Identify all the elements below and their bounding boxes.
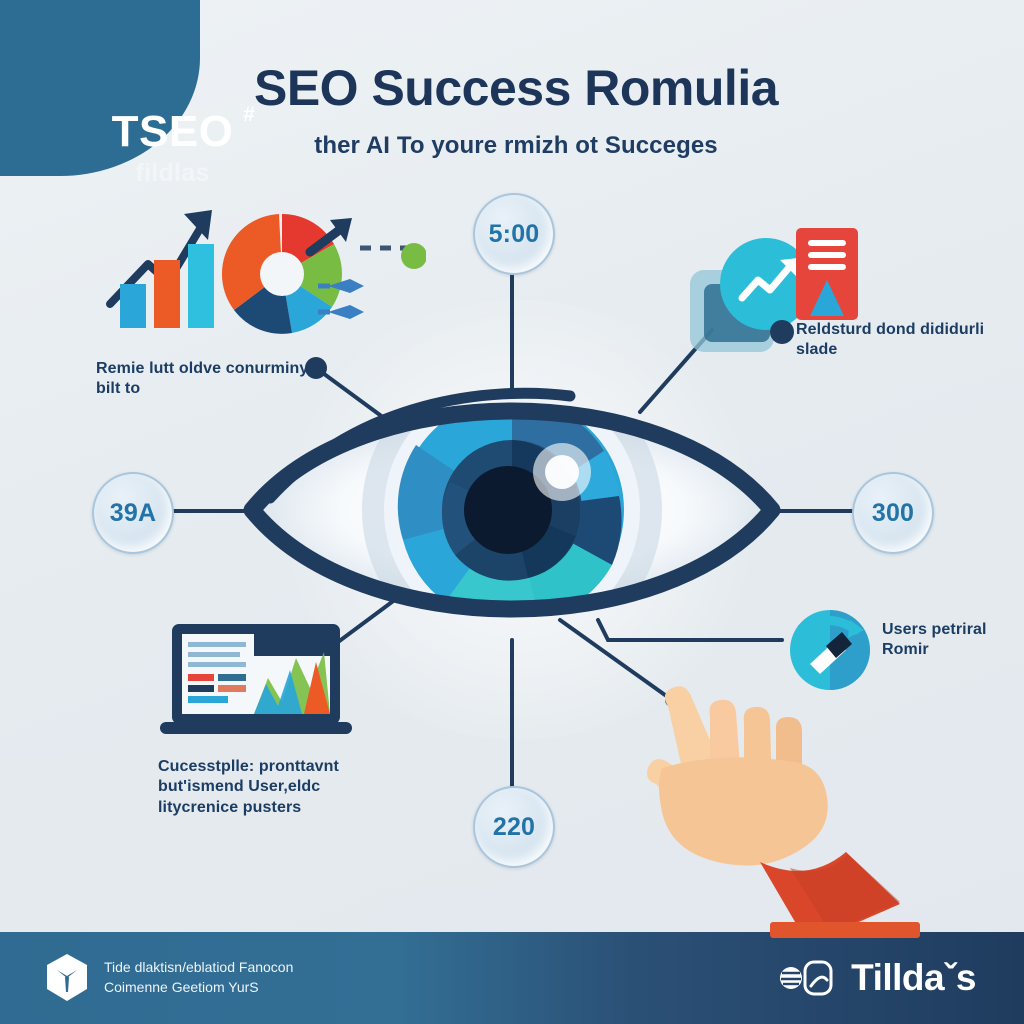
document-report-icon (796, 228, 858, 320)
analytics-icon-group (106, 210, 427, 334)
cluster-report[interactable]: Reldsturd dond dididurli slade (686, 228, 1006, 373)
cluster-analytics[interactable]: Remie lutt oldve conurminy bilt to (96, 198, 427, 400)
network-nodes-icon (318, 243, 427, 319)
badge-top[interactable]: 5:00 (473, 193, 555, 275)
tilldas-mark-icon (780, 960, 833, 996)
cluster-laptop[interactable]: Cucesstplle: pronttavnt but'ismend User,… (158, 622, 458, 818)
bar-chart-icon (120, 244, 214, 328)
report-caption: Reldsturd dond dididurli slade (796, 321, 985, 359)
brand-logo-main: TSEO (111, 107, 234, 156)
users-caption: Users petriral Romir (882, 621, 987, 659)
brand-badge-content: TSEO # fildlas (85, 104, 260, 188)
laptop-caption: Cucesstplle: pronttavnt but'ismend User,… (158, 758, 339, 816)
footer-line-2: Coimenne Geetiom YurS (104, 979, 259, 995)
brand-logo-superscript: # (243, 103, 256, 126)
pointing-hand-illustration (647, 686, 900, 932)
pie-chart-icon (221, 213, 342, 334)
footer-bar: Tide dlaktisn/eblatiod Fanocon Coimenne … (0, 922, 1024, 1024)
users-refresh-icon (790, 610, 870, 690)
footer-left-group: Tide dlaktisn/eblatiod Fanocon Coimenne … (44, 952, 293, 1004)
brand-logo-text: TSEO # (111, 104, 255, 156)
badge-left[interactable]: 39A (92, 472, 174, 554)
pie-arrow-icon (305, 218, 352, 257)
footer-accent-stripe (770, 922, 920, 938)
cube-logo-icon (47, 954, 87, 1001)
footer-line-1: Tide dlaktisn/eblatiod Fanocon (104, 959, 294, 976)
laptop-dashboard-icon (160, 624, 352, 734)
palm (659, 757, 828, 866)
users-glyph (810, 632, 852, 674)
page-subtitle: ther AI To youre rmizh ot Succeges (314, 132, 718, 159)
pupil (464, 466, 552, 554)
eye-illustration (243, 387, 781, 618)
footer-text-block: Tide dlaktisn/eblatiod Fanocon Coimenne … (104, 958, 293, 997)
badge-bottom[interactable]: 220 (473, 786, 555, 868)
eye-highlight (533, 443, 591, 501)
sleeve-shadow (790, 854, 900, 932)
page-title: SEO Success Romulia (253, 60, 779, 116)
footer-right-group[interactable]: Tilldaˇs (779, 954, 976, 1002)
cluster-users[interactable]: Users petriral Romir (786, 606, 1016, 699)
badge-right[interactable]: 300 (852, 472, 934, 554)
analytics-caption: Remie lutt oldve conurminy bilt to (96, 360, 309, 398)
trend-circle-icon (720, 238, 812, 330)
brand-logo-subtext: fildlas (135, 159, 210, 187)
report-icon-group (690, 228, 858, 352)
footer-brand-text: Tilldaˇs (851, 957, 976, 998)
